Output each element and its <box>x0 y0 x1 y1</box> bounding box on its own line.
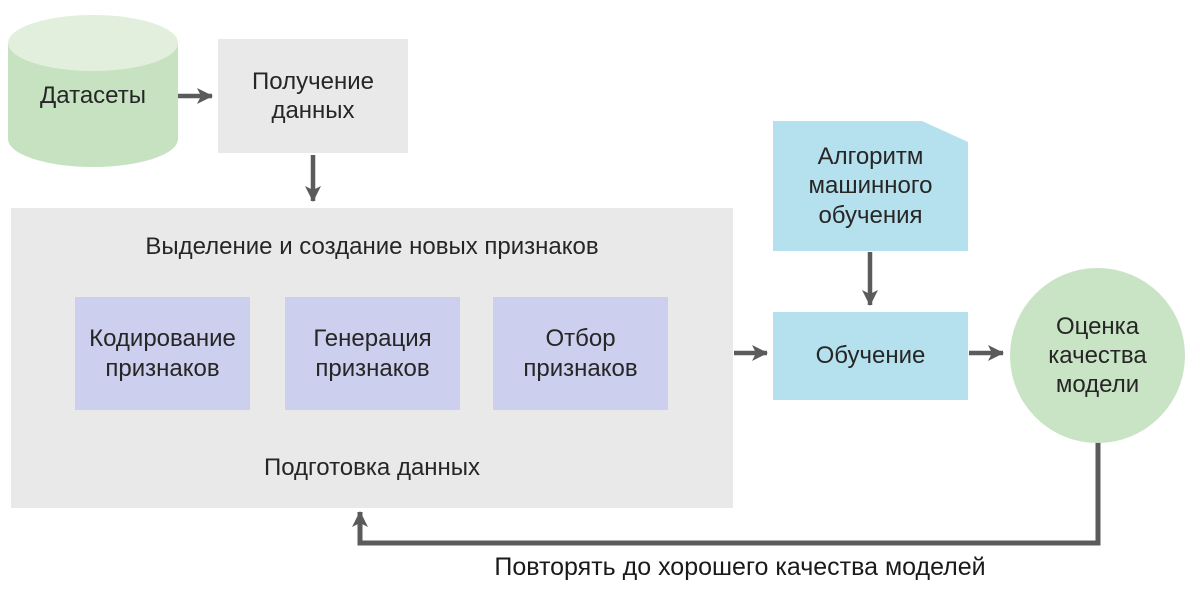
model-evaluation-label: Оценка качества модели <box>1048 312 1147 399</box>
node-feature-selection: Отбор признаков <box>493 297 668 410</box>
node-feature-encoding: Кодирование признаков <box>75 297 250 410</box>
node-model-evaluation: Оценка качества модели <box>1010 268 1185 443</box>
feature-encoding-label: Кодирование признаков <box>89 325 236 382</box>
feature-generation-label: Генерация признаков <box>313 325 432 382</box>
ml-algorithm-label: Алгоритм машинного обучения <box>808 143 933 229</box>
node-training: Обучение <box>773 312 968 400</box>
training-label: Обучение <box>815 342 926 370</box>
node-feature-generation: Генерация признаков <box>285 297 460 410</box>
data-acquisition-label: Получение данных <box>252 67 374 124</box>
data-preparation-label: Подготовка данных <box>263 454 481 481</box>
database-cylinder-top <box>8 15 178 71</box>
node-data-acquisition: Получение данных <box>218 39 408 153</box>
feature-selection-label: Отбор признаков <box>523 325 638 382</box>
feature-block-title: Выделение и создание новых признаков <box>145 233 599 260</box>
feedback-caption: Повторять до хорошего качества моделей <box>494 553 986 581</box>
group-data-preparation: Выделение и создание новых признаков Код… <box>11 208 733 508</box>
node-ml-algorithm: Алгоритм машинного обучения <box>773 121 968 251</box>
datasets-label: Датасеты <box>40 82 146 109</box>
node-datasets: Датасеты <box>8 15 178 167</box>
